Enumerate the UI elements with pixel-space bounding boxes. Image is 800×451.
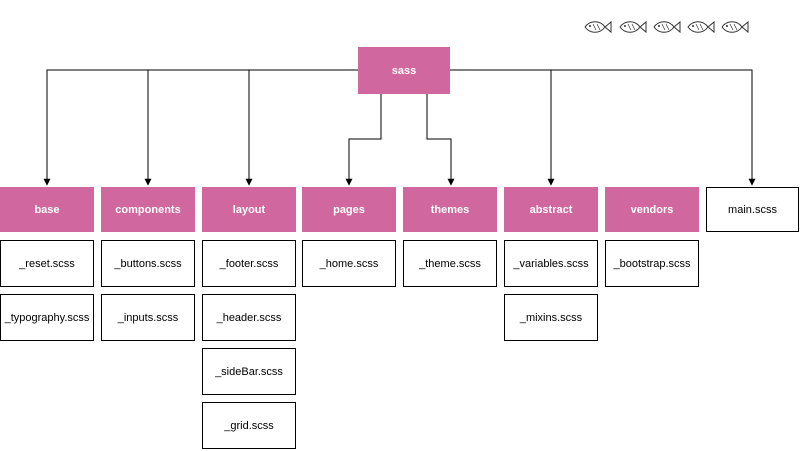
folder-themes: themes [403,187,497,232]
file-reset: _reset.scss [0,240,94,287]
file-label: _bootstrap.scss [613,257,691,270]
connector-pages [345,94,382,186]
file-sidebar: _sideBar.scss [202,348,296,395]
fish-icon [687,20,715,34]
connector-main [450,69,756,186]
file-label: _typography.scss [4,311,90,324]
file-mixins: _mixins.scss [504,294,598,341]
fish-icon [584,20,612,34]
file-buttons: _buttons.scss [101,240,195,287]
file-label: _mixins.scss [519,311,583,324]
folder-vendors: vendors [605,187,699,232]
file-label: _grid.scss [224,419,274,432]
fish-icon [653,20,681,34]
folder-components: components [101,187,195,232]
file-typography: _typography.scss [0,294,94,341]
file-theme: _theme.scss [403,240,497,287]
folder-layout: layout [202,187,296,232]
folder-base: base [0,187,94,232]
file-label: _home.scss [319,257,379,270]
folder-label: pages [333,203,365,216]
file-label: main.scss [728,203,777,216]
root-label: sass [391,64,417,77]
folder-label: base [34,203,60,216]
connector-base [43,69,358,186]
folder-label: layout [232,203,266,216]
folder-label: components [115,203,181,216]
file-bootstrap: _bootstrap.scss [605,240,699,287]
folder-label: themes [430,203,470,216]
file-label: _variables.scss [513,257,589,270]
connector-themes [426,94,455,186]
file-grid: _grid.scss [202,402,296,449]
fish-icon [721,20,749,34]
file-label: _buttons.scss [114,257,182,270]
file-label: _footer.scss [219,257,279,270]
file-main: main.scss [706,187,799,232]
file-label: _sideBar.scss [215,365,283,378]
file-home: _home.scss [302,240,396,287]
file-label: _header.scss [216,311,282,324]
root-folder-sass: sass [358,47,450,94]
file-variables: _variables.scss [504,240,598,287]
file-label: _theme.scss [419,257,481,270]
file-label: _reset.scss [19,257,75,270]
file-header: _header.scss [202,294,296,341]
folder-label: abstract [529,203,573,216]
folder-pages: pages [302,187,396,232]
folder-label: vendors [630,203,674,216]
file-label: _inputs.scss [117,311,179,324]
fish-icon [619,20,647,34]
folder-abstract: abstract [504,187,598,232]
file-footer: _footer.scss [202,240,296,287]
file-inputs: _inputs.scss [101,294,195,341]
